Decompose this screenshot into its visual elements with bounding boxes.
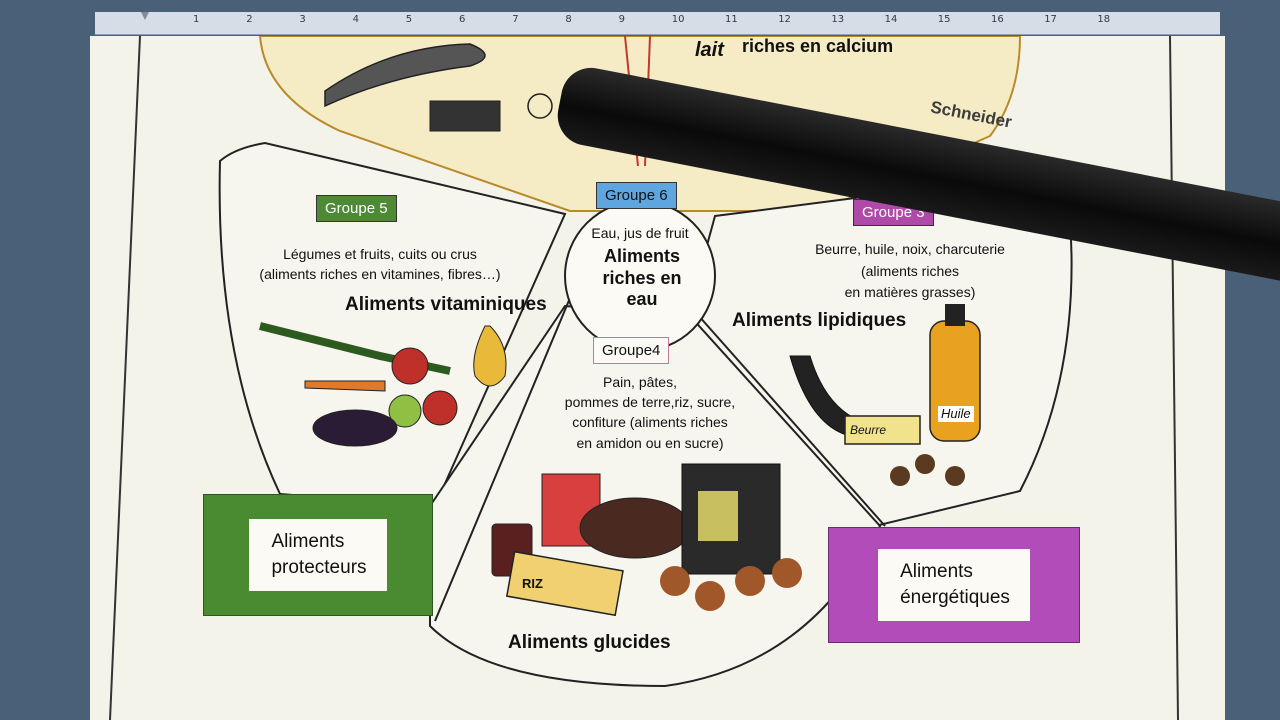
ruler-tick: 4 bbox=[352, 14, 359, 25]
page-border-right bbox=[1169, 36, 1179, 720]
ruler-tick: 10 bbox=[671, 14, 685, 25]
group3-title: Aliments lipidiques bbox=[732, 310, 907, 331]
box-energetiques-line2: énergétiques bbox=[900, 587, 1010, 608]
pasta-box-window bbox=[698, 491, 738, 541]
potato-drawing-4 bbox=[772, 558, 802, 588]
carrot-drawing bbox=[304, 380, 386, 392]
pear-drawing bbox=[473, 325, 507, 387]
oil-bottle-drawing bbox=[929, 320, 981, 442]
group5-badge: Groupe 5 bbox=[316, 195, 397, 222]
ruler-tick: 15 bbox=[937, 14, 951, 25]
group4-description-line3: confiture (aliments riches bbox=[572, 414, 728, 430]
potato-drawing-1 bbox=[660, 566, 690, 596]
butter-label: Beurre bbox=[850, 423, 887, 437]
top-segment-title: riches en calcium bbox=[742, 36, 894, 56]
potato-drawing-2 bbox=[695, 581, 725, 611]
ruler-tick: 1 bbox=[193, 14, 200, 25]
ruler-tick: 11 bbox=[725, 14, 738, 25]
apple-green-drawing bbox=[388, 394, 422, 428]
ruler-tick: 6 bbox=[459, 14, 466, 25]
box-energetiques: Aliments énergétiques bbox=[828, 527, 1080, 643]
ruler-tick: 12 bbox=[778, 14, 791, 25]
apple-drawing bbox=[422, 390, 458, 426]
group5-description-line2: (aliments riches en vitamines, fibres…) bbox=[259, 266, 501, 282]
nut-drawing-3 bbox=[945, 466, 965, 486]
group5-description-line1: Légumes et fruits, cuits ou crus bbox=[283, 246, 477, 262]
ruler-tick: 17 bbox=[1044, 14, 1057, 25]
page-border-left bbox=[109, 36, 141, 720]
group3-description-line1: Beurre, huile, noix, charcuterie bbox=[815, 241, 1005, 257]
group6-badge: Groupe 6 bbox=[596, 182, 677, 209]
box-protecteurs-line2: protecteurs bbox=[271, 557, 367, 578]
group5-title: Aliments vitaminiques bbox=[345, 294, 547, 315]
segment-divider-bottom-right bbox=[689, 305, 886, 527]
fish-drawing bbox=[324, 43, 486, 108]
cheese-drawing bbox=[429, 100, 501, 132]
group4-description-line2: pommes de terre,riz, sucre, bbox=[564, 394, 736, 410]
box-protecteurs-line1: Aliments bbox=[271, 531, 345, 553]
ruler-tick: 14 bbox=[884, 14, 898, 25]
segment-divider-bottom-left bbox=[434, 297, 571, 622]
box-protecteurs: Aliments protecteurs bbox=[203, 494, 433, 616]
group4-description-line4: en amidon ou en sucre) bbox=[576, 435, 724, 451]
potato-drawing-3 bbox=[735, 566, 765, 596]
ruler-tick: 8 bbox=[565, 14, 572, 25]
group4-title: Aliments glucides bbox=[508, 632, 671, 653]
group4-badge: Groupe4 bbox=[593, 337, 670, 364]
rice-pack-drawing bbox=[505, 550, 624, 617]
group6-title: Aliments riches en eau bbox=[602, 246, 682, 310]
nut-drawing-2 bbox=[915, 454, 935, 474]
egg-drawing bbox=[527, 93, 553, 119]
ruler-tick: 2 bbox=[246, 14, 253, 25]
group4-description-line1: Pain, pâtes, bbox=[603, 374, 677, 390]
ruler-tick: 7 bbox=[512, 14, 519, 25]
rice-label: RIZ bbox=[522, 576, 543, 591]
group3-description-line2: (aliments riches bbox=[860, 263, 960, 279]
ruler-tick: 5 bbox=[405, 14, 413, 25]
oil-bottle-label: Huile bbox=[938, 406, 974, 422]
segment-left bbox=[218, 141, 567, 508]
nut-drawing-1 bbox=[890, 466, 910, 486]
ruler-tick: 3 bbox=[299, 14, 306, 25]
box-energetiques-line1: Aliments bbox=[900, 561, 973, 583]
tomato-drawing bbox=[391, 347, 429, 385]
indent-marker[interactable] bbox=[141, 12, 149, 20]
top-logo: lait bbox=[695, 39, 724, 61]
ruler-tick: 9 bbox=[618, 14, 625, 25]
butter-drawing bbox=[844, 415, 921, 445]
eggplant-drawing bbox=[312, 409, 398, 447]
group3-badge: Groupe 3 bbox=[853, 199, 934, 226]
ruler-tick: 16 bbox=[991, 14, 1004, 25]
bread-drawing bbox=[579, 497, 691, 559]
oil-bottle-cap bbox=[945, 304, 965, 326]
group3-description-line3: en matières grasses) bbox=[844, 284, 976, 300]
ruler-tick: 18 bbox=[1097, 14, 1111, 25]
group6-description: Eau, jus de fruit bbox=[591, 225, 689, 241]
ruler-tick: 13 bbox=[831, 14, 845, 25]
